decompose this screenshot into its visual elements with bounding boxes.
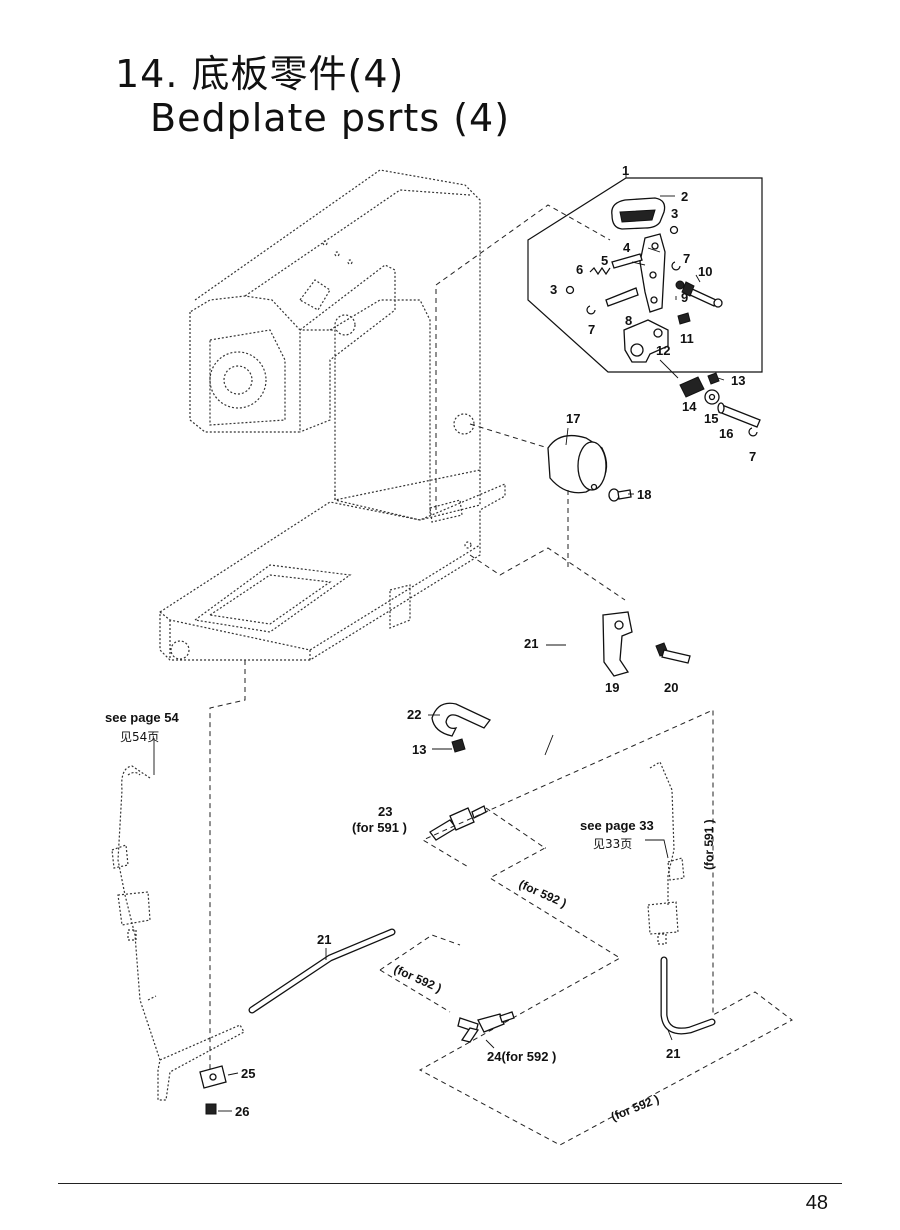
right-hose-assembly [647,761,685,945]
sewing-machine-outline [159,169,506,662]
part-15-washer [704,389,720,405]
callout-14: 14 [682,399,697,414]
callout-13b: 13 [412,742,426,757]
callout-17: 17 [566,411,580,426]
part-16-shaft [717,402,761,428]
callout-7a: 7 [683,251,690,266]
part-24-t-connector [457,1011,515,1043]
footer-divider [58,1183,842,1184]
part-21-tube-middle [248,928,396,1014]
callout-8: 8 [625,313,632,328]
part-3-screw [565,225,679,295]
variant-frames [379,709,793,1146]
note-for-592-c: (for 592 ) [609,1092,661,1124]
callout-2: 2 [681,189,688,204]
part-11-set-screw [677,312,691,325]
callout-13a: 13 [731,373,745,388]
part-13-screw [707,372,720,385]
part-21-tube-upper [500,569,570,791]
part-14-spring [679,376,705,398]
assembly-frame [527,170,763,373]
see-page-54-en: see page 54 [105,710,179,725]
part-18-screw [608,488,632,502]
part-7-clip [586,261,758,437]
callout-7c: 7 [749,449,756,464]
note-for-592-b: (for 592 ) [392,962,444,995]
title-chinese: 14. 底板零件(4) [115,52,405,96]
page-references: see page 54 见54页 see page 33 见33页 [105,710,654,851]
part-12-lever-block [623,319,669,363]
callout-24: 24(for 592 ) [487,1049,556,1064]
part-23-connector [429,805,487,841]
callout-leaders [153,195,725,1112]
part-13-screw-lower [451,738,466,753]
part-25-hose-clip [199,1065,227,1089]
part-17-cylinder-cover [547,434,608,494]
callout-1: 1 [622,163,629,178]
callout-15: 15 [704,411,718,426]
callout-10: 10 [698,264,712,279]
part-4-bracket [639,233,666,313]
callout-3a: 3 [671,206,678,221]
callout-3b: 3 [550,282,557,297]
callout-11: 11 [680,331,694,346]
callout-21b: 21 [317,932,331,947]
callout-23-note: (for 591 ) [352,820,407,835]
part-26-screw [205,1103,217,1115]
part-6-spring [589,266,611,276]
callout-6: 6 [576,262,583,277]
page-title: 14. 底板零件(4) Bedplate psrts (4) [115,52,510,140]
callout-9: 9 [681,290,688,305]
part-5-pin [611,253,643,269]
callout-12: 12 [656,343,670,358]
callout-7b: 7 [588,322,595,337]
callout-22: 22 [407,707,421,722]
title-english: Bedplate psrts (4) [150,96,511,140]
callout-19: 19 [605,680,619,695]
callout-18: 18 [637,487,651,502]
callout-5: 5 [601,253,608,268]
callout-numbers: 1 2 3 3 4 5 6 7 7 7 8 9 10 11 12 13 13 1… [235,163,756,1119]
part-20-screw [655,642,691,664]
note-for-592-a: (for 592 ) [517,877,569,910]
page-number: 48 [805,1192,828,1214]
callout-16: 16 [719,426,733,441]
part-19-hook-bracket [602,611,633,677]
callout-21c: 21 [666,1046,680,1061]
note-for-591: (for 591 ) [702,819,716,870]
callout-20: 20 [664,680,678,695]
part-9-nut [675,280,685,290]
callout-26: 26 [235,1104,249,1119]
callout-25: 25 [241,1066,255,1081]
see-page-33-en: see page 33 [580,818,654,833]
left-hose-assembly [111,765,245,1101]
part-22-tube-clamp [431,702,491,737]
see-page-33-cn: 见33页 [593,837,632,851]
assembly-leader-lines [209,204,626,1070]
callout-21a: 21 [524,636,538,651]
callout-23: 23 [378,804,392,819]
part-8-pin [605,287,639,307]
part-10-bolt [681,281,723,308]
part-2-cover-plate [611,197,666,230]
see-page-54-cn: 见54页 [120,730,159,744]
part-21-tube-lower [660,956,716,1035]
callout-4: 4 [623,240,631,255]
